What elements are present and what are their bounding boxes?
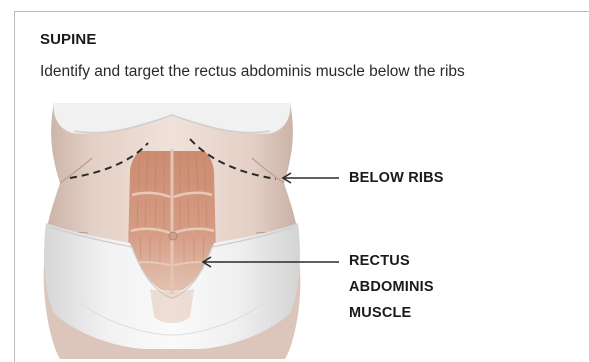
below-ribs-label: BELOW RIBS — [349, 165, 444, 191]
rectus-label-line-3: MUSCLE — [349, 300, 489, 326]
rectus-abdominis-label: RECTUS ABDOMINIS MUSCLE — [349, 248, 489, 326]
abdomen-illustration-icon — [40, 103, 305, 359]
rectus-label-line-1: RECTUS — [349, 248, 489, 274]
rectus-label-line-2: ABDOMINIS — [349, 274, 489, 300]
instruction-text: Identify and target the rectus abdominis… — [40, 63, 465, 81]
section-heading: SUPINE — [40, 31, 96, 48]
